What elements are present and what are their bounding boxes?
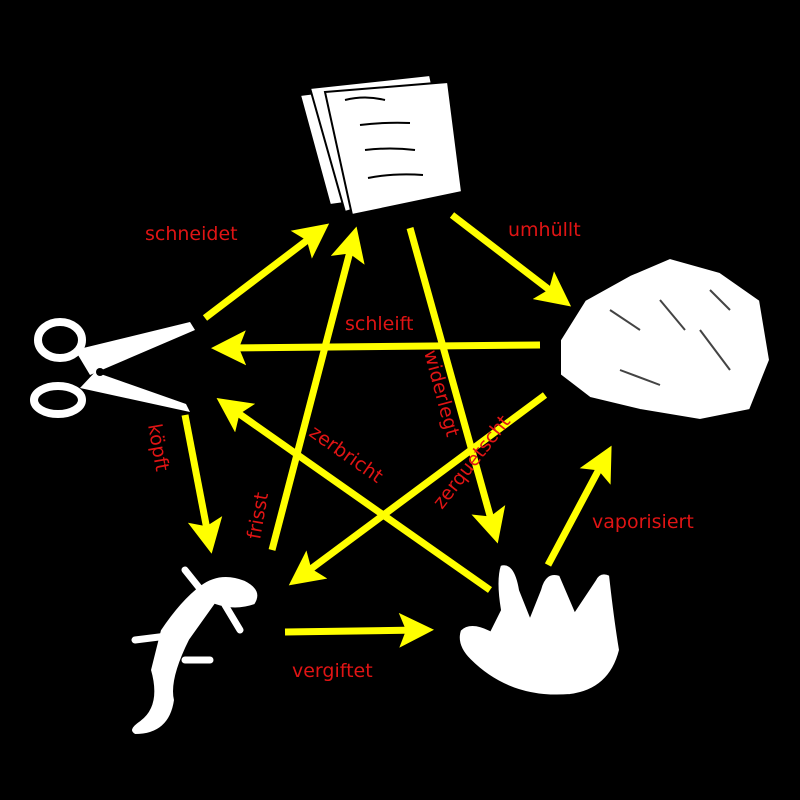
lizard-icon <box>130 566 260 737</box>
label-zerbricht: zerbricht <box>305 421 387 488</box>
arrow-zerbricht <box>216 397 493 593</box>
label-schleift: schleift <box>345 313 413 335</box>
label-umhuellt: umhüllt <box>508 219 581 241</box>
arrow-koepft <box>181 414 223 554</box>
label-vergiftet: vergiftet <box>292 660 373 682</box>
paper-icon <box>298 73 464 217</box>
label-frisst: frisst <box>243 491 273 541</box>
arrow-vaporisiert <box>544 445 612 567</box>
arrow-frisst <box>268 226 365 551</box>
spock-hand-icon <box>457 563 622 697</box>
scissors-icon <box>30 318 195 418</box>
label-vaporisiert: vaporisiert <box>592 511 694 533</box>
label-schneidet: schneidet <box>145 223 238 245</box>
arrow-umhuellt <box>449 212 572 307</box>
arrow-widerlegt <box>406 227 506 544</box>
arrow-schneidet <box>202 223 330 321</box>
arrow-vergiftet <box>284 612 434 648</box>
arrow-schleift <box>211 330 541 366</box>
label-koepft: köpft <box>143 422 173 473</box>
arrow-zerquetscht <box>288 392 548 586</box>
rock-icon <box>559 256 772 422</box>
